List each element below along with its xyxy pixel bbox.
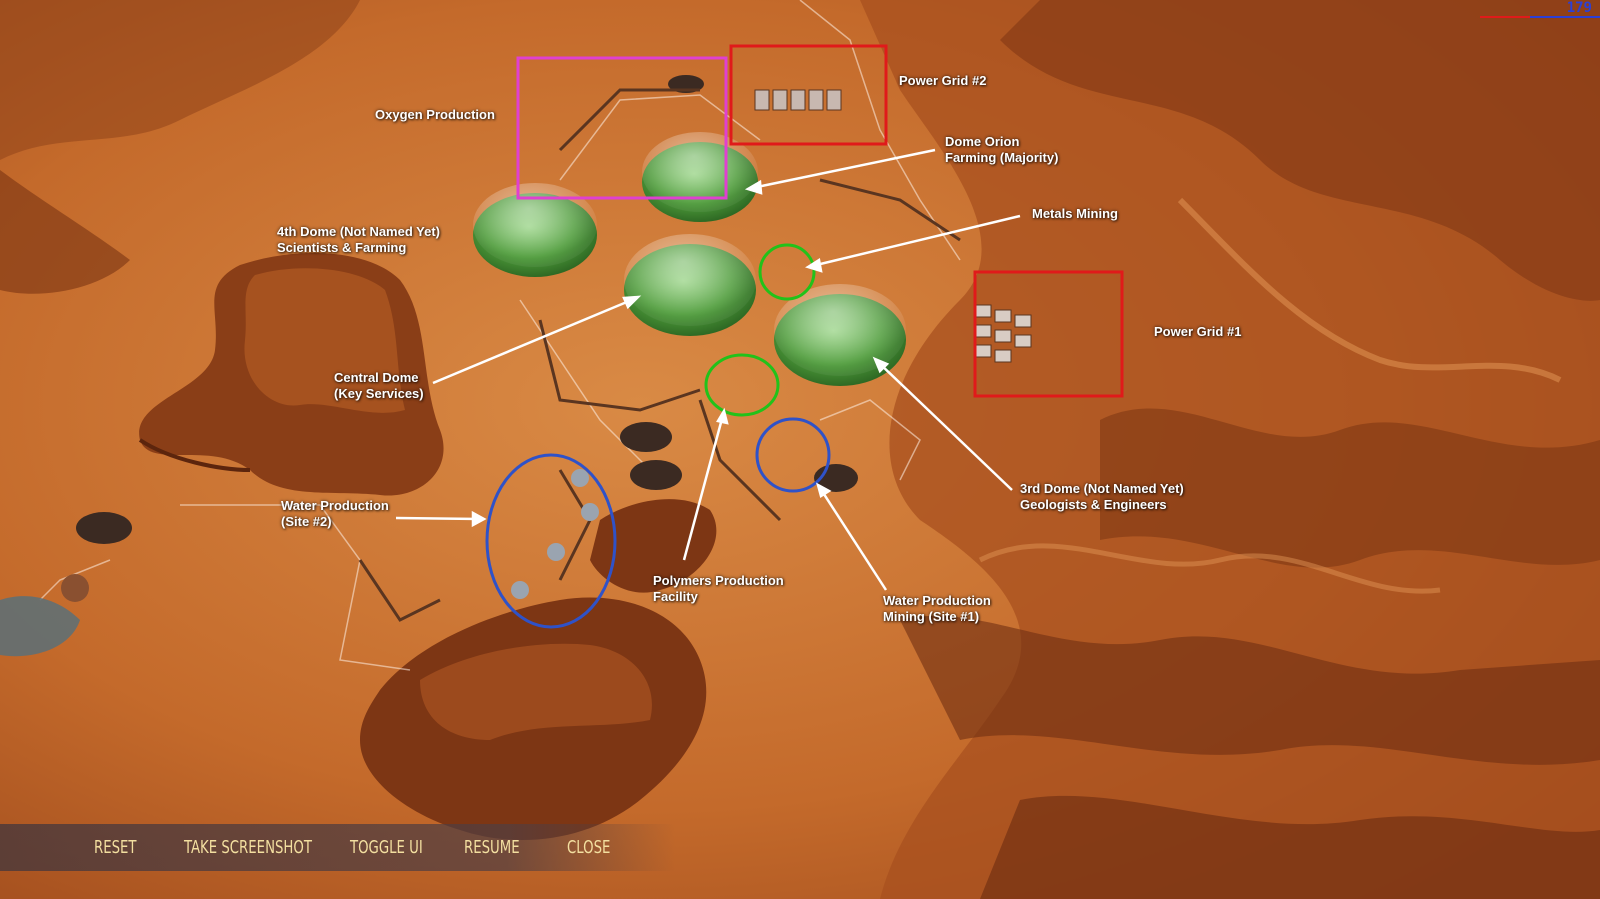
reset-button[interactable]: RESET bbox=[94, 837, 137, 858]
polymers-circle bbox=[704, 353, 780, 417]
dome-4th bbox=[473, 183, 597, 277]
water-pool bbox=[0, 574, 89, 657]
solar-panels-grid-2 bbox=[754, 89, 842, 111]
take-screenshot-button[interactable]: TAKE SCREENSHOT bbox=[184, 837, 312, 858]
fps-graph-blue bbox=[1530, 16, 1600, 18]
label-water-site-1: Water Production Mining (Site #1) bbox=[883, 593, 991, 624]
annotation-shapes bbox=[485, 44, 1124, 629]
label-central-dome: Central Dome (Key Services) bbox=[334, 370, 424, 401]
label-oxygen-production: Oxygen Production bbox=[375, 107, 495, 122]
fps-graph-red bbox=[1480, 16, 1530, 18]
close-button[interactable]: CLOSE bbox=[567, 837, 611, 858]
oxygen-production-box bbox=[516, 56, 728, 200]
ridge-terrain bbox=[860, 0, 1600, 899]
metals-mining-circle bbox=[758, 243, 816, 301]
label-metals-mining: Metals Mining bbox=[1032, 206, 1118, 221]
annotation-arrows bbox=[395, 148, 1021, 591]
colony-structures bbox=[358, 88, 961, 622]
resume-button[interactable]: RESUME bbox=[464, 837, 520, 858]
water-site-1-circle bbox=[755, 417, 831, 493]
power-grid-2-box bbox=[729, 44, 888, 146]
photo-mode-menu-bar bbox=[0, 824, 675, 871]
dome-central bbox=[624, 234, 756, 336]
dome-orion bbox=[642, 132, 758, 222]
label-power-grid-1: Power Grid #1 bbox=[1154, 324, 1242, 339]
power-grid-1-box bbox=[973, 270, 1124, 398]
rock-field bbox=[0, 0, 360, 294]
label-water-site-2: Water Production (Site #2) bbox=[281, 498, 389, 529]
mesa-rock bbox=[138, 253, 444, 496]
water-towers-site-2 bbox=[511, 469, 599, 599]
label-power-grid-2: Power Grid #2 bbox=[899, 73, 987, 88]
water-site-2-circle bbox=[485, 453, 617, 629]
toggle-ui-button[interactable]: TOGGLE UI bbox=[350, 837, 423, 858]
label-3rd-dome: 3rd Dome (Not Named Yet) Geologists & En… bbox=[1020, 481, 1184, 512]
solar-panels-grid-1 bbox=[974, 304, 1032, 363]
label-4th-dome: 4th Dome (Not Named Yet) Scientists & Fa… bbox=[277, 224, 441, 255]
lower-rock bbox=[360, 499, 717, 840]
fps-counter: 179 bbox=[1566, 0, 1592, 16]
label-polymers: Polymers Production Facility bbox=[653, 573, 784, 604]
dome-3rd bbox=[774, 284, 906, 386]
label-dome-orion: Dome Orion Farming (Majority) bbox=[945, 134, 1059, 165]
